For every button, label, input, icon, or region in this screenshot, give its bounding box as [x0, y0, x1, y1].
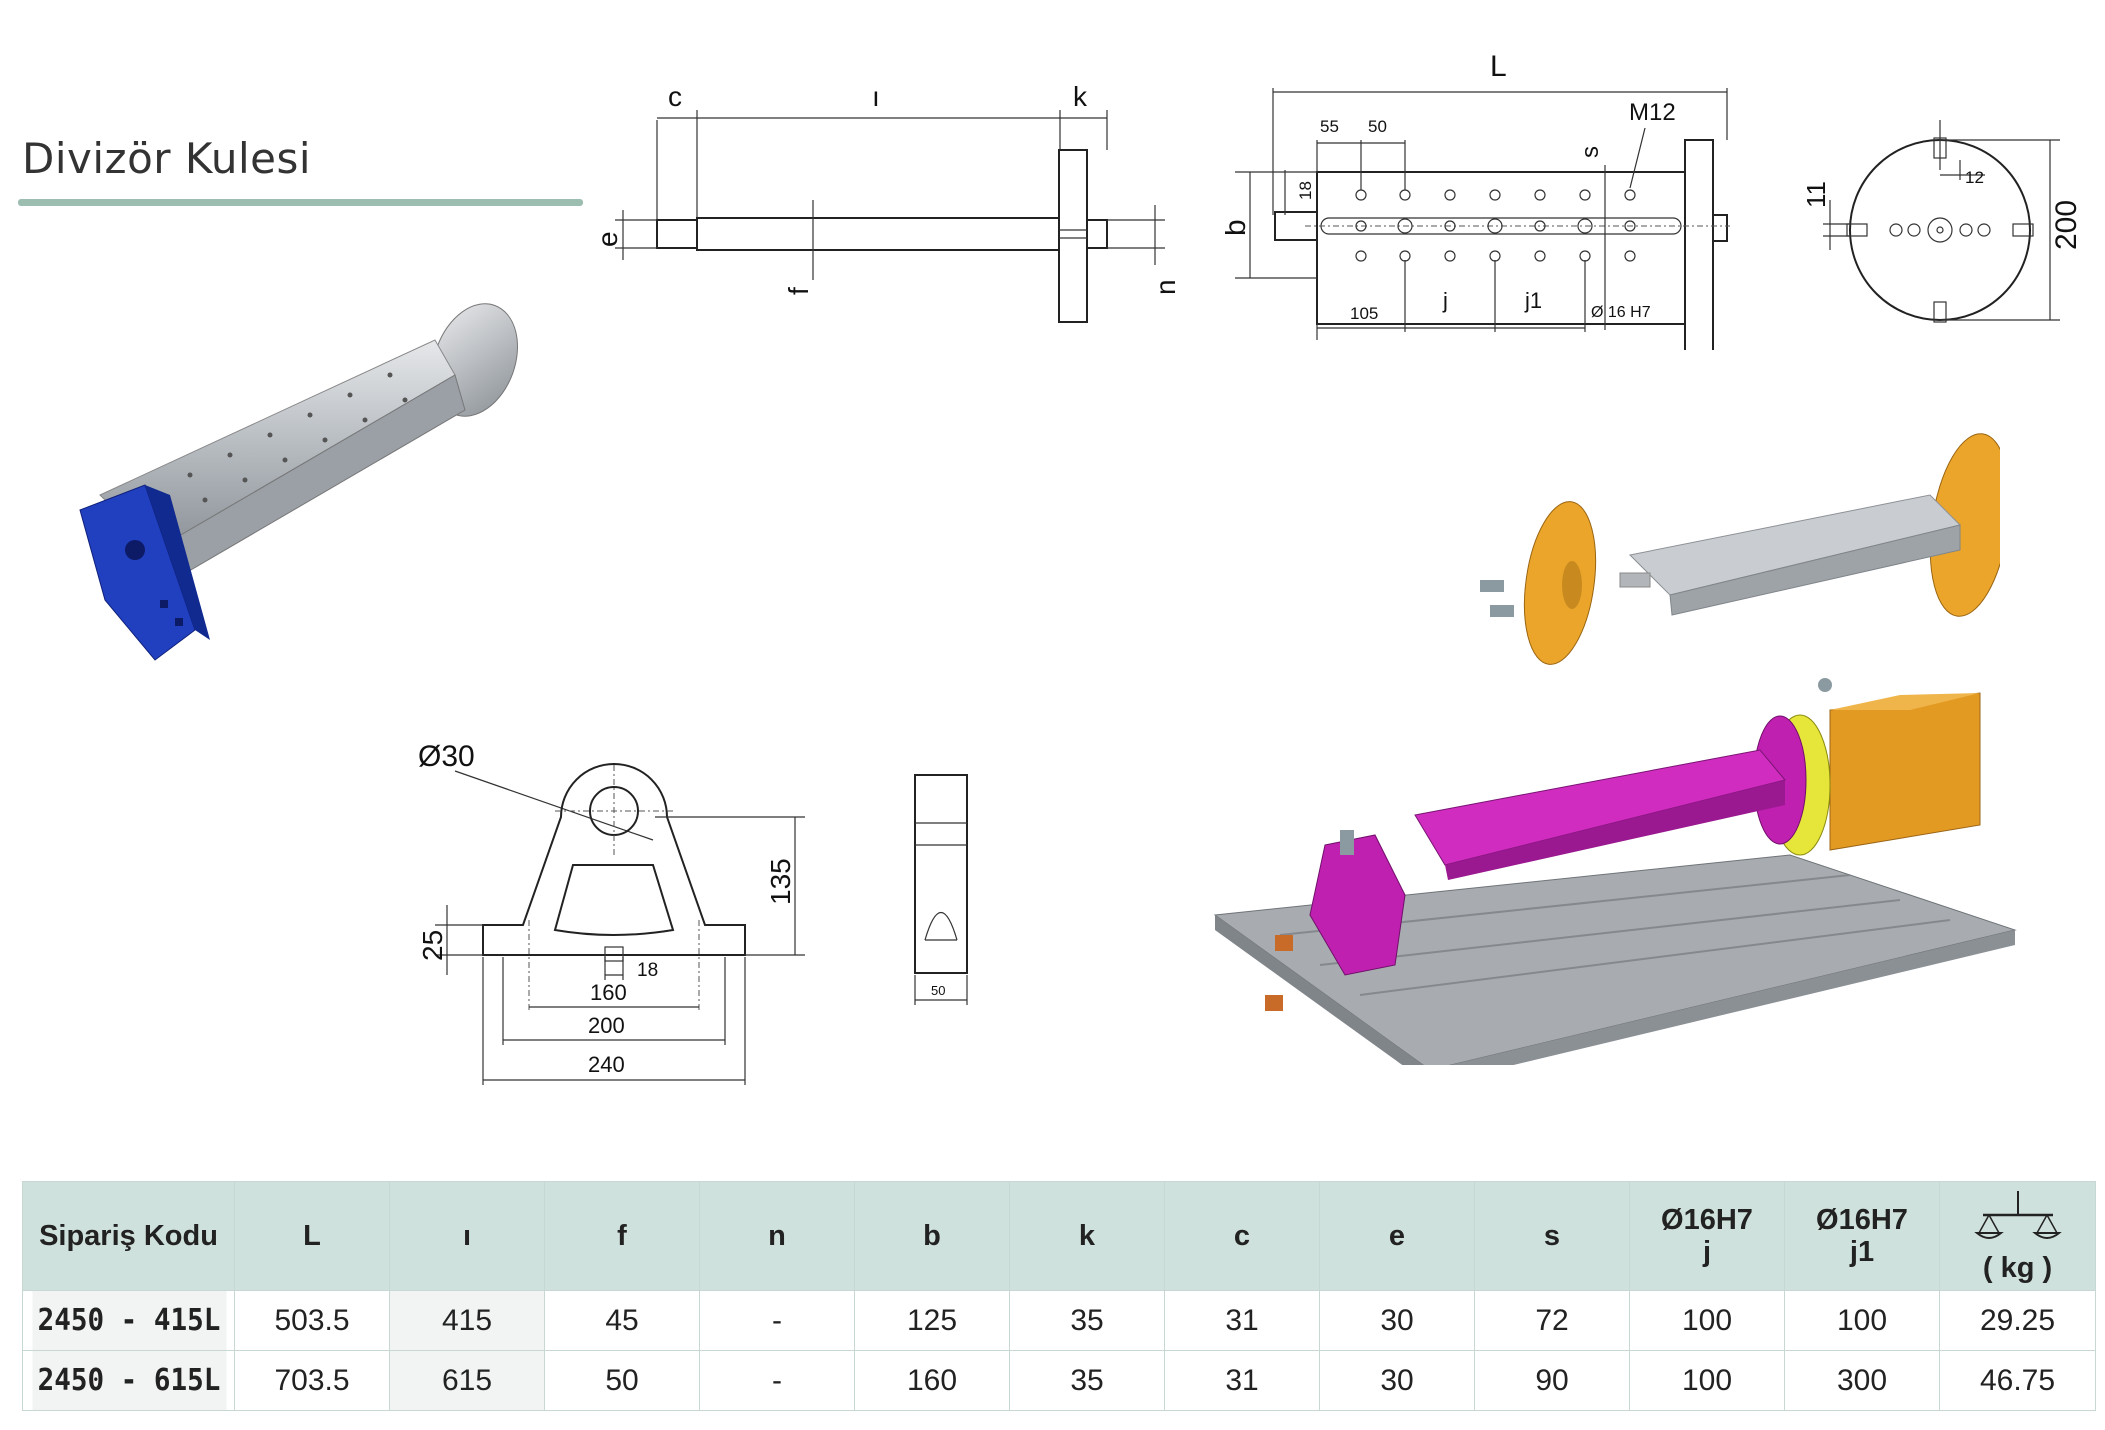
header-b: b — [854, 1181, 1010, 1291]
cell-weight: 46.75 — [1939, 1350, 2096, 1411]
dim-50b: 50 — [931, 983, 945, 998]
cell-n: - — [699, 1350, 855, 1411]
header-L: L — [234, 1181, 390, 1291]
product-photo — [79, 303, 519, 661]
header-n: n — [699, 1181, 855, 1291]
dim-200: 200 — [2050, 200, 2083, 250]
setup-render — [1213, 678, 2017, 1065]
dim-18: 18 — [1296, 181, 1315, 200]
dim-j: j — [1442, 288, 1448, 313]
dim-11: 11 — [1801, 181, 1831, 208]
exploded-render — [1480, 433, 2000, 665]
cell-order-code: 2450 - 415L — [30, 1290, 227, 1351]
cell-j: 100 — [1629, 1350, 1785, 1411]
dim-b: b — [1225, 219, 1252, 236]
dim-25: 25 — [417, 930, 448, 961]
bracket-side-drawing: 50 — [914, 774, 968, 1005]
header-l: ı — [389, 1181, 545, 1291]
cell-L: 703.5 — [234, 1350, 390, 1411]
disc-drawing: 12 11 200 — [1801, 120, 2083, 323]
dim-L: L — [1490, 50, 1507, 83]
dim-55: 55 — [1320, 117, 1339, 136]
cell-l: 415 — [389, 1290, 545, 1351]
cell-k: 35 — [1009, 1290, 1165, 1351]
cell-e: 30 — [1319, 1350, 1475, 1411]
cell-s: 90 — [1474, 1350, 1630, 1411]
dim-f: f — [783, 287, 814, 295]
table-row: 2450 - 415L 503.5 415 45 - 125 35 31 30 … — [23, 1290, 2096, 1351]
dim-dia30: Ø30 — [418, 740, 475, 773]
cell-l: 615 — [389, 1350, 545, 1411]
cell-j1: 300 — [1784, 1350, 1940, 1411]
cell-f: 50 — [544, 1350, 700, 1411]
header-c: c — [1164, 1181, 1320, 1291]
header-f: f — [544, 1181, 700, 1291]
cell-n: - — [699, 1290, 855, 1351]
dim-50: 50 — [1368, 117, 1387, 136]
dim-12: 12 — [1965, 168, 1984, 187]
header-e: e — [1319, 1181, 1475, 1291]
page-title: Divizör Kulesi — [22, 134, 312, 183]
cell-c: 31 — [1164, 1350, 1320, 1411]
cell-f: 45 — [544, 1290, 700, 1351]
dim-e: e — [595, 231, 623, 247]
bracket-drawing: Ø30 135 25 18 160 200 240 — [417, 740, 805, 1085]
scale-icon — [1973, 1190, 2062, 1239]
shaft-drawing: c ı k e f n — [595, 81, 1175, 323]
cell-k: 35 — [1009, 1350, 1165, 1411]
dim-c: c — [668, 81, 682, 112]
dim-k: k — [1073, 81, 1088, 112]
header-weight: ( kg ) — [1939, 1181, 2096, 1291]
cell-b: 160 — [854, 1350, 1010, 1411]
dim-105: 105 — [1350, 304, 1378, 323]
cell-order-code: 2450 - 615L — [30, 1350, 227, 1411]
cell-b: 125 — [854, 1290, 1010, 1351]
dim-18b: 18 — [637, 960, 658, 981]
dim-160: 160 — [590, 980, 627, 1005]
title-underline — [18, 199, 583, 206]
cell-j: 100 — [1629, 1290, 1785, 1351]
cell-j1: 100 — [1784, 1290, 1940, 1351]
plate-drawing: L 55 50 b 18 s M12 105 j j1 Ø 16 H7 — [1225, 50, 1730, 350]
dim-n: n — [1150, 279, 1175, 295]
dim-hole: Ø 16 H7 — [1591, 304, 1651, 321]
header-s: s — [1474, 1181, 1630, 1291]
dim-M12: M12 — [1629, 99, 1676, 126]
dim-240: 240 — [588, 1052, 625, 1077]
cell-L: 503.5 — [234, 1290, 390, 1351]
cell-weight: 29.25 — [1939, 1290, 2096, 1351]
dim-l: ı — [872, 81, 880, 112]
cell-e: 30 — [1319, 1290, 1475, 1351]
cell-c: 31 — [1164, 1290, 1320, 1351]
dim-135: 135 — [765, 858, 796, 905]
header-k: k — [1009, 1181, 1165, 1291]
header-order-code: Sipariş Kodu — [22, 1181, 235, 1291]
dim-j1: j1 — [1524, 288, 1542, 313]
cell-s: 72 — [1474, 1290, 1630, 1351]
table-row: 2450 - 615L 703.5 615 50 - 160 35 31 30 … — [23, 1350, 2096, 1411]
dim-200b: 200 — [588, 1013, 625, 1038]
dim-s: s — [1577, 146, 1604, 158]
